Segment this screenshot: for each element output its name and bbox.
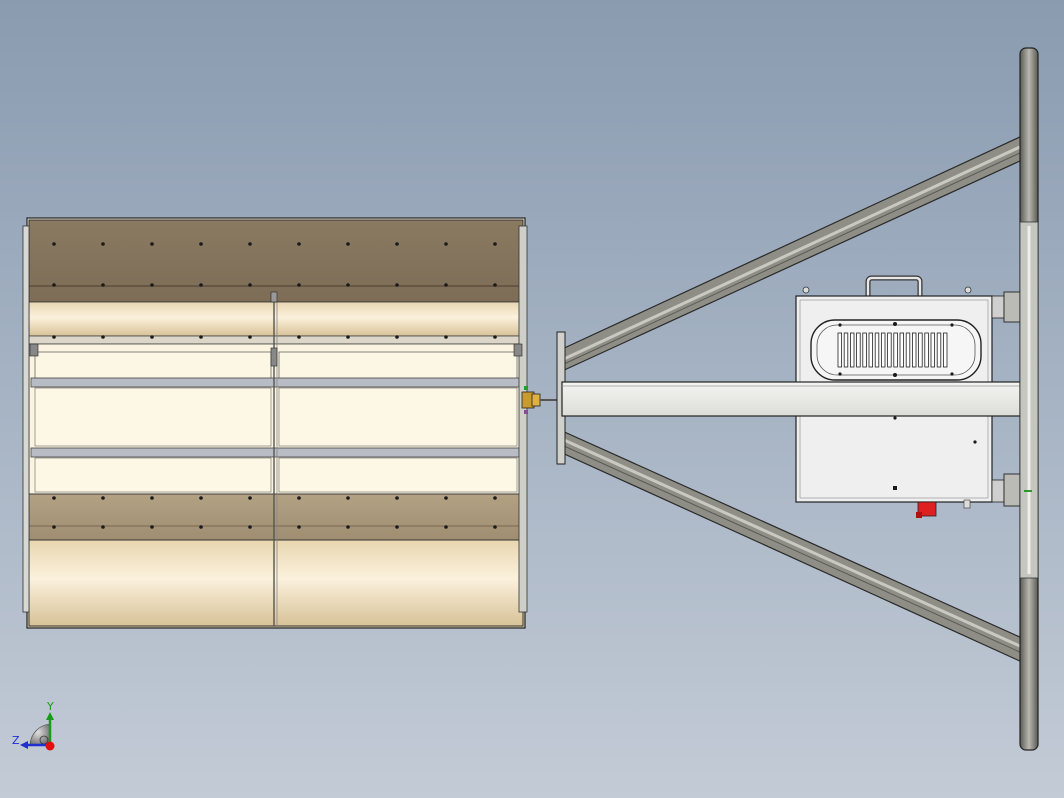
bolt-hole: [346, 242, 350, 246]
bolt-hole: [297, 335, 301, 339]
vent-slot: [912, 332, 917, 368]
bolt-hole: [199, 525, 203, 529]
bolt-hole: [493, 335, 497, 339]
bolt-hole: [297, 242, 301, 246]
box-screws: [838, 322, 977, 490]
bolt-hole: [493, 525, 497, 529]
vent-slot: [881, 332, 886, 368]
bolt-hole: [52, 496, 56, 500]
bolt-hole: [199, 335, 203, 339]
vent-slot: [874, 332, 880, 368]
bolt-hole: [444, 283, 448, 287]
bolt-hole: [395, 283, 399, 287]
vent-slot: [918, 332, 923, 368]
vent-slot: [899, 332, 904, 368]
bolt-hole: [248, 525, 252, 529]
vertical-post: [1019, 47, 1039, 751]
vent-slot: [862, 332, 867, 368]
bolt-hole: [52, 525, 56, 529]
vent-slot: [924, 332, 929, 368]
bolt-hole: [297, 496, 301, 500]
bolt-hole: [101, 335, 105, 339]
vent-slot: [868, 332, 873, 368]
bolt-hole: [199, 283, 203, 287]
bolt-hole: [248, 335, 252, 339]
bolt-hole: [150, 496, 154, 500]
bolt-hole: [150, 242, 154, 246]
vent-slot: [893, 332, 898, 368]
bolt-hole: [346, 335, 350, 339]
bolt-hole: [346, 525, 350, 529]
bolt-hole: [346, 496, 350, 500]
bolt-hole: [101, 525, 105, 529]
bolt-hole: [444, 335, 448, 339]
bolt-hole: [493, 283, 497, 287]
bolt-hole: [199, 242, 203, 246]
bolt-hole: [248, 283, 252, 287]
bolt-hole: [52, 242, 56, 246]
horizontal-beam: [561, 381, 1023, 417]
vent-slot: [856, 332, 861, 368]
bolt-hole: [150, 335, 154, 339]
coordinate-triad: [20, 712, 55, 751]
vent-slot: [943, 332, 948, 368]
bolt-hole: [493, 496, 497, 500]
bolt-hole: [199, 496, 203, 500]
vent-slot: [930, 332, 935, 368]
x-axis-point: [45, 741, 55, 751]
vent-slot: [905, 332, 911, 368]
bolt-hole: [493, 242, 497, 246]
bolt-hole: [444, 525, 448, 529]
bolt-hole: [346, 283, 350, 287]
bolt-hole: [150, 283, 154, 287]
vent-slots: [837, 332, 948, 368]
vent-slot: [887, 332, 892, 368]
bolt-hole: [297, 283, 301, 287]
bolt-hole: [52, 283, 56, 287]
bolt-hole: [101, 242, 105, 246]
bolt-hole: [444, 242, 448, 246]
drum-bolt-holes: [52, 242, 497, 529]
bolt-hole: [248, 496, 252, 500]
bolt-hole: [395, 242, 399, 246]
triad-z-label: Z: [12, 734, 20, 747]
vent-slot: [837, 332, 842, 368]
bolt-hole: [52, 335, 56, 339]
bolt-hole: [150, 525, 154, 529]
triad-y-label: Y: [47, 700, 54, 713]
bolt-hole: [297, 525, 301, 529]
vent-slot: [843, 332, 849, 368]
bolt-hole: [101, 496, 105, 500]
bolt-hole: [395, 335, 399, 339]
drum-assembly: [22, 217, 558, 629]
bolt-hole: [395, 496, 399, 500]
vent-slot: [850, 332, 855, 368]
vent-slot: [936, 332, 942, 368]
bolt-hole: [248, 242, 252, 246]
bolt-hole: [101, 283, 105, 287]
bolt-hole: [395, 525, 399, 529]
bolt-hole: [444, 496, 448, 500]
